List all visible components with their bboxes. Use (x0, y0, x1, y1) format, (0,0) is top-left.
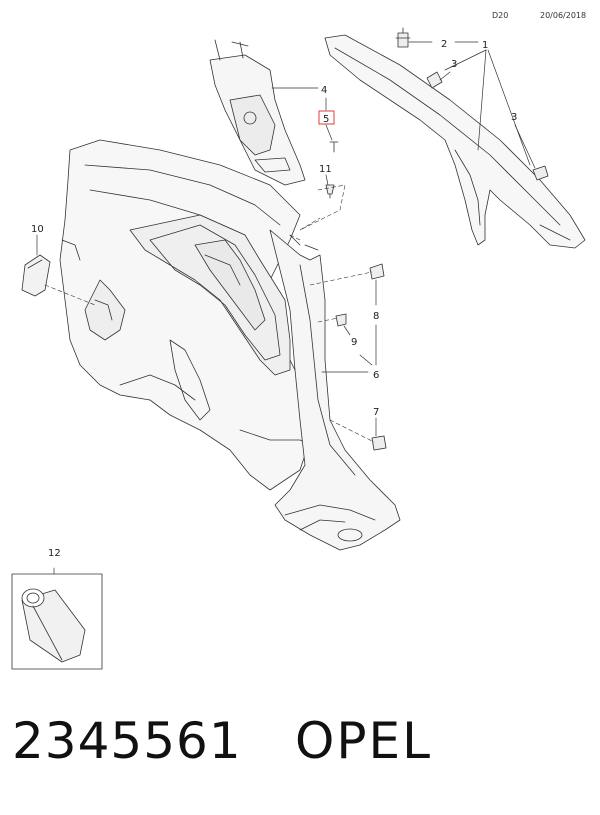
callout-12: 12 (48, 548, 61, 559)
callout-10: 10 (31, 224, 44, 235)
parts-diagram: 1 2 3 3 4 5 6 7 8 9 10 11 12 (11, 27, 586, 670)
pillar-trim-lower-part-6 (269, 229, 401, 551)
pillar-trim-upper-part-4 (209, 39, 306, 186)
callout-8: 8 (373, 311, 379, 322)
diagram-code: D20 (492, 11, 509, 20)
brand-name: OPEL (295, 712, 432, 770)
end-cap-part-10 (21, 234, 96, 306)
callout-2: 2 (441, 39, 447, 50)
callout-7: 7 (373, 407, 379, 418)
callout-3-upper: 3 (451, 59, 457, 70)
leader-lines (53, 41, 536, 575)
retaining-clips (395, 27, 549, 181)
tape-roll-part-12 (11, 573, 103, 670)
callout-1: 1 (482, 40, 488, 51)
callout-5: 5 (323, 114, 329, 125)
quarter-trim-panel (59, 139, 311, 491)
part-number: 2345561 (12, 712, 242, 770)
callout-5-highlight-box (318, 110, 335, 125)
callout-9: 9 (351, 337, 357, 348)
roof-rail-trim-part-1 (324, 34, 586, 249)
diagram-date: 20/06/2018 (540, 11, 587, 20)
callout-4: 4 (321, 85, 327, 96)
clips-part-7-8-9 (335, 263, 387, 451)
callout-6: 6 (373, 370, 379, 381)
screw-part-5 (329, 141, 339, 153)
assembly-lines (289, 184, 375, 443)
clip-part-11 (325, 184, 335, 199)
callout-11: 11 (319, 164, 332, 175)
callout-3-lower: 3 (511, 112, 517, 123)
